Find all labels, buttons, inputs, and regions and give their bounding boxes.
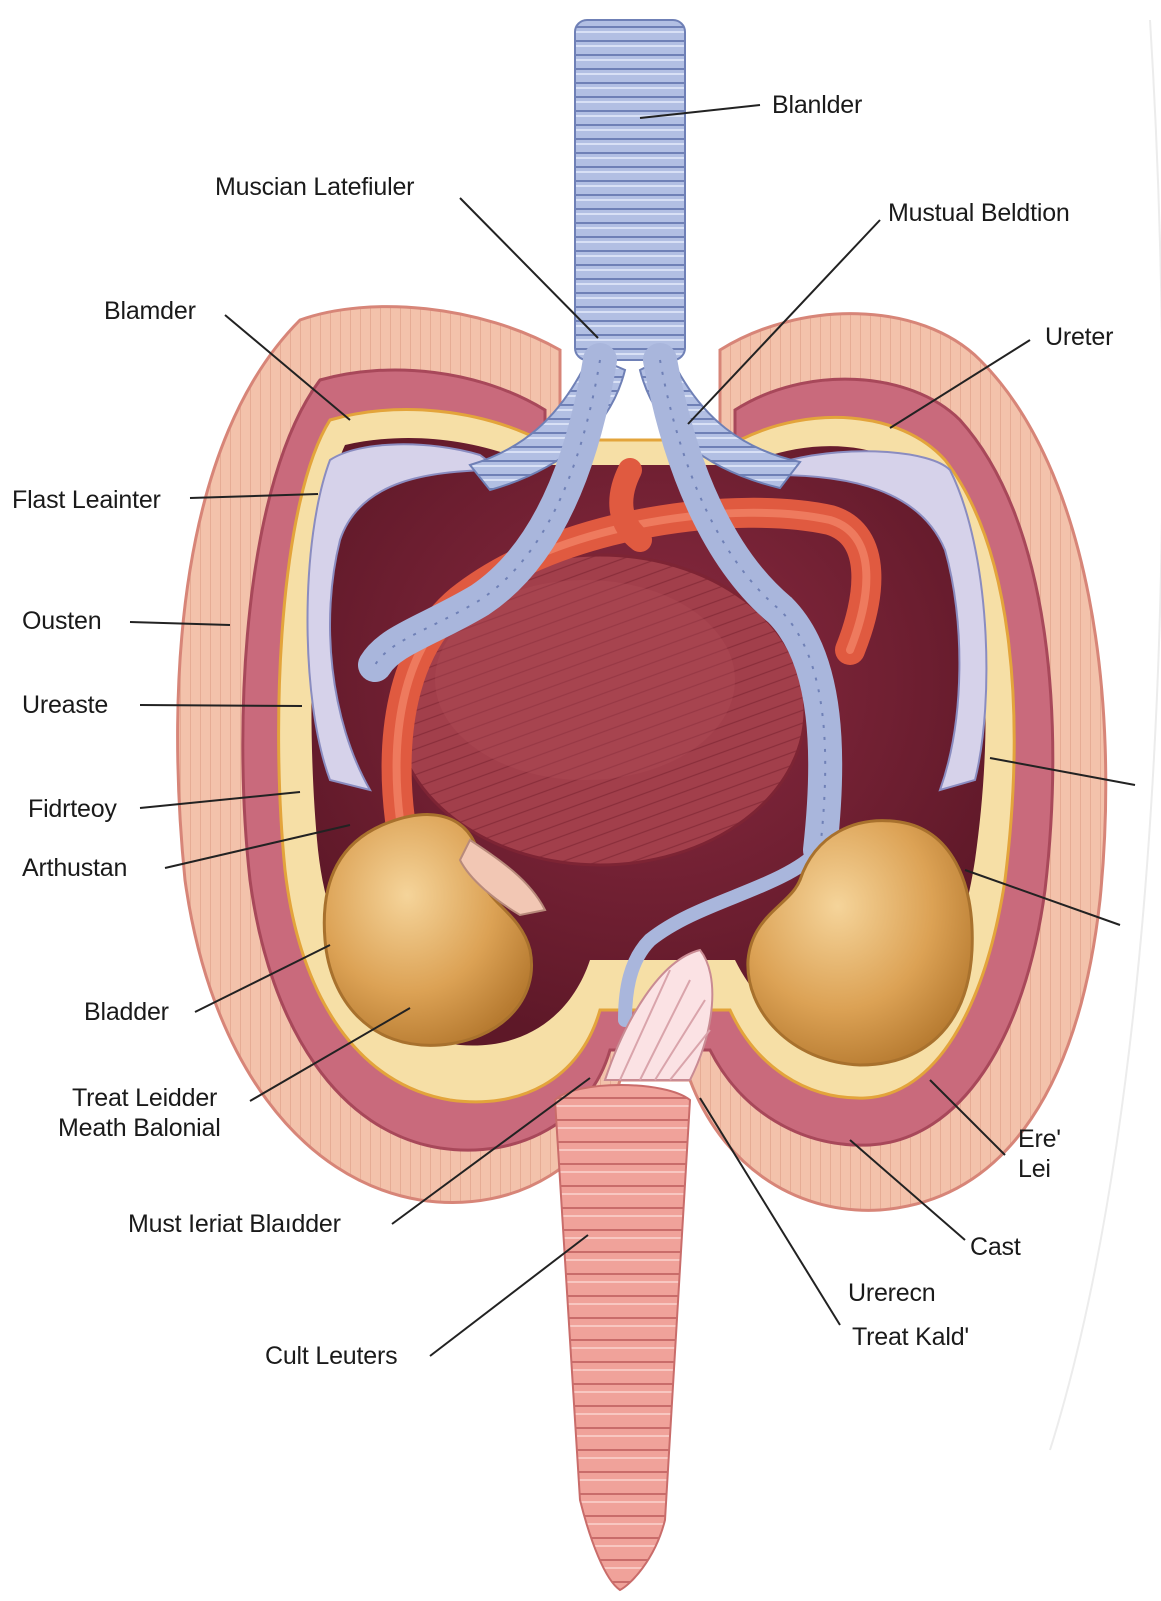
label-ere-lei: Ere' Lei: [1018, 1124, 1061, 1184]
label-must-leriat-bladder: Must Ieriat Blaıdder: [128, 1209, 341, 1239]
leader-cult-leuters: [430, 1235, 588, 1356]
label-treat-leidder: Treat Leidder Meath Balonial: [58, 1083, 221, 1143]
label-ere-lei-line1: Ere': [1018, 1124, 1061, 1154]
trachea-tube: [575, 20, 685, 360]
label-muscian-latefiuler: Muscian Latefiuler: [215, 172, 414, 202]
label-fidrteoy: Fidrteoy: [28, 794, 117, 824]
label-ere-lei-line2: Lei: [1018, 1154, 1061, 1184]
label-flast-leainter: Flast Leainter: [12, 485, 161, 515]
label-ureter: Ureter: [1045, 322, 1113, 352]
label-ureaste: Ureaste: [22, 690, 108, 720]
label-treat-leidder-line2: Meath Balonial: [58, 1113, 221, 1143]
leader-ureaste: [140, 705, 302, 706]
label-arthustan: Arthustan: [22, 853, 127, 883]
label-bladder: Bladder: [84, 997, 169, 1027]
label-cast: Cast: [970, 1232, 1021, 1262]
label-cult-leuters: Cult Leuters: [265, 1341, 397, 1371]
label-treat-kald: Treat Kald': [852, 1322, 969, 1352]
label-blamder: Blamder: [104, 296, 196, 326]
label-treat-leidder-line1: Treat Leidder: [58, 1083, 221, 1113]
label-mustual-beldtion: Mustual Beldtion: [888, 198, 1070, 228]
label-ousten: Ousten: [22, 606, 101, 636]
label-urerecn: Urerecn: [848, 1278, 936, 1308]
label-blanlder: Blanlder: [772, 90, 862, 120]
urethra-tube: [555, 1085, 690, 1590]
